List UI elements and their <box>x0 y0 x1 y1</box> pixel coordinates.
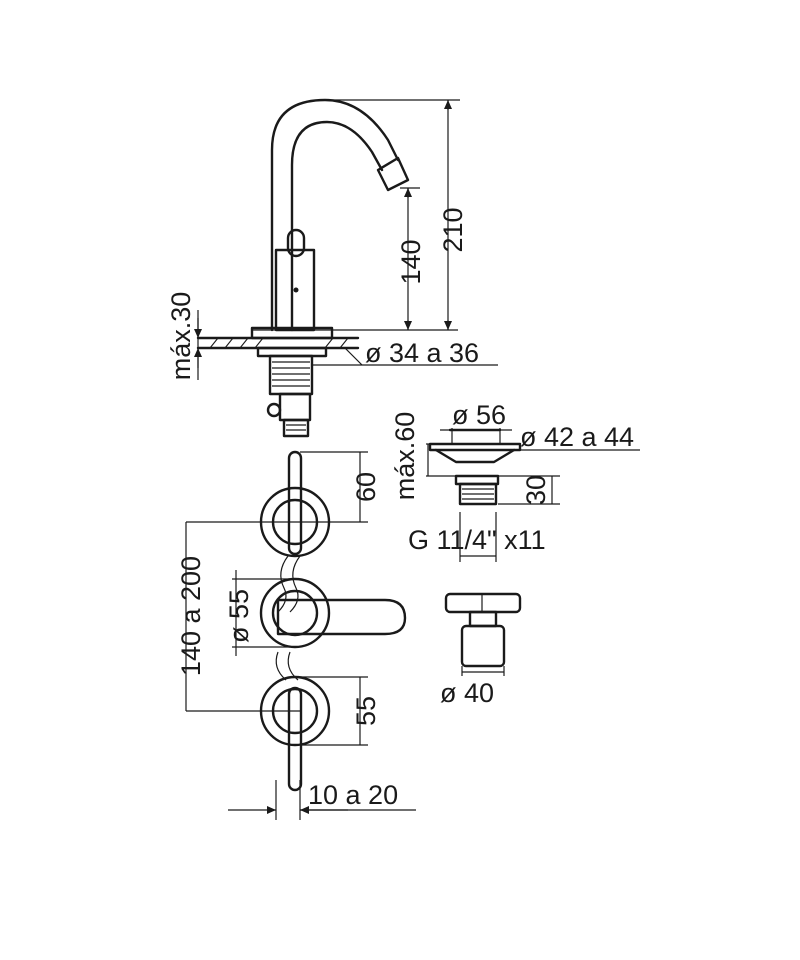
dim-drain-max60: máx.60 <box>390 412 456 501</box>
handles-top-view <box>259 450 407 792</box>
dim-handle-spacing: 140 a 200 <box>176 522 300 712</box>
dim-escutcheon: ø 55 <box>224 570 290 656</box>
dim-escutcheon-label: ø 55 <box>224 589 254 643</box>
dim-drain-max60-label: máx.60 <box>390 412 420 501</box>
dim-handle-55-label: 55 <box>351 696 381 726</box>
dim-drain-flange: ø 56 <box>440 400 512 444</box>
dim-handle-diameter-label: ø 40 <box>440 678 494 708</box>
dim-drain-30-label: 30 <box>521 475 551 505</box>
dim-max30-label: máx.30 <box>166 292 196 381</box>
handle-detail <box>444 592 522 668</box>
dim-drain-hole-label: ø 42 a 44 <box>520 422 634 452</box>
dim-210: 210 <box>330 99 468 330</box>
dim-drain-thread: G 11/4" x11 <box>408 512 546 562</box>
dim-drain-30: 30 <box>498 475 560 505</box>
dim-drain-hole: ø 42 a 44 <box>500 422 640 452</box>
dim-max30: máx.30 <box>166 292 202 381</box>
dim-handle-spacing-label: 140 a 200 <box>176 556 206 676</box>
dim-hole: ø 34 a 36 <box>312 338 498 368</box>
dim-hole-label: ø 34 a 36 <box>365 338 479 368</box>
dim-wall-offset-label: 10 a 20 <box>308 780 398 810</box>
drain-view <box>428 428 522 506</box>
dim-140-label: 140 <box>396 239 426 284</box>
dim-handle-60: 60 <box>186 451 381 523</box>
dim-drain-thread-label: G 11/4" x11 <box>408 525 546 555</box>
dim-140: 140 <box>252 187 458 331</box>
dim-210-label: 210 <box>438 207 468 252</box>
dim-drain-flange-label: ø 56 <box>452 400 506 430</box>
dim-handle-60-label: 60 <box>351 472 381 502</box>
dim-wall-offset: 10 a 20 <box>228 780 416 820</box>
dim-handle-diameter: ø 40 <box>440 666 505 708</box>
dim-handle-55: 55 <box>300 676 381 746</box>
deck-hatch <box>209 337 349 349</box>
faucet-side-view <box>196 98 410 438</box>
